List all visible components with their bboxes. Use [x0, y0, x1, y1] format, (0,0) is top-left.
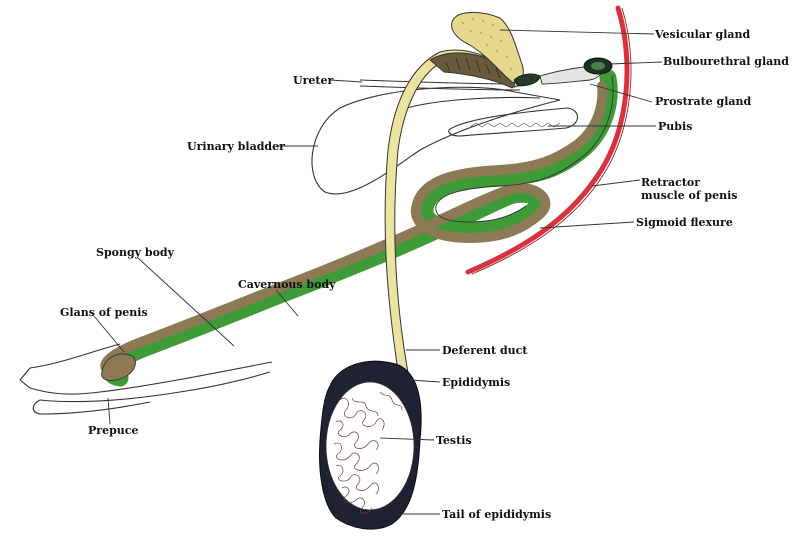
- label-cavernous-body: Cavernous body: [238, 278, 336, 291]
- prepuce: [29, 343, 273, 415]
- label-glans-of-penis: Glans of penis: [60, 306, 148, 319]
- label-sigmoid-flexure: Sigmoid flexure: [636, 216, 733, 229]
- retractor-muscle: [465, 5, 630, 275]
- pubis: [448, 107, 579, 137]
- penis-outline: [435, 75, 614, 223]
- label-vesicular-gland: Vesicular gland: [654, 28, 751, 41]
- retractor-muscle-outline: [471, 7, 632, 275]
- label-urinary-bladder: Urinary bladder: [187, 140, 285, 153]
- urinary-bladder: [311, 86, 561, 195]
- label-tail-of-epididymis: Tail of epididymis: [442, 508, 551, 521]
- leader-bulbourethral-gland: [609, 61, 663, 65]
- leader-vesicular-gland: [499, 29, 655, 35]
- label-spongy-body: Spongy body: [96, 246, 175, 259]
- vesicular-gland-neck: [513, 73, 541, 87]
- testis: [325, 381, 415, 511]
- bulbourethral-gland-highlight: [591, 62, 605, 70]
- label-prepuce: Prepuce: [88, 424, 138, 437]
- urinary-bladder-inner: [399, 96, 541, 111]
- label-bulbourethral-gland: Bulbourethral gland: [663, 55, 789, 68]
- leader-sigmoid-flexure: [539, 221, 635, 229]
- label-prostrate-gland: Prostrate gland: [655, 95, 752, 108]
- vesicular-gland-texture: [461, 17, 513, 71]
- leader-spongy-body: [137, 257, 235, 347]
- labels: Vesicular gland Bulbourethral gland Uret…: [60, 28, 789, 521]
- glans-of-penis: [101, 353, 136, 381]
- prepuce-tip: [19, 367, 31, 389]
- ampulla-stripes: [445, 57, 501, 79]
- label-retractor-line2: muscle of penis: [641, 189, 738, 202]
- pubis-texture: [469, 122, 561, 128]
- leader-lines: [93, 29, 663, 515]
- label-epididymis: Epididymis: [442, 376, 510, 389]
- testis-seminiferous-tubules: [333, 391, 403, 514]
- label-deferent-duct: Deferent duct: [442, 344, 528, 357]
- leader-retractor: [591, 179, 641, 187]
- leader-ureter: [329, 79, 363, 83]
- label-testis: Testis: [436, 434, 472, 447]
- leader-prepuce: [107, 397, 111, 425]
- leader-glans-of-penis: [93, 315, 125, 353]
- leader-testis: [379, 437, 435, 441]
- leader-prostrate-gland: [589, 83, 653, 103]
- label-ureter: Ureter: [293, 74, 333, 87]
- label-retractor-line1: Retractor: [641, 176, 700, 189]
- spongy-body-layer: [103, 69, 618, 387]
- label-pubis: Pubis: [658, 120, 692, 133]
- leader-cavernous-body: [275, 289, 299, 317]
- leader-epididymis: [409, 379, 441, 383]
- cavernous-body: [100, 81, 608, 377]
